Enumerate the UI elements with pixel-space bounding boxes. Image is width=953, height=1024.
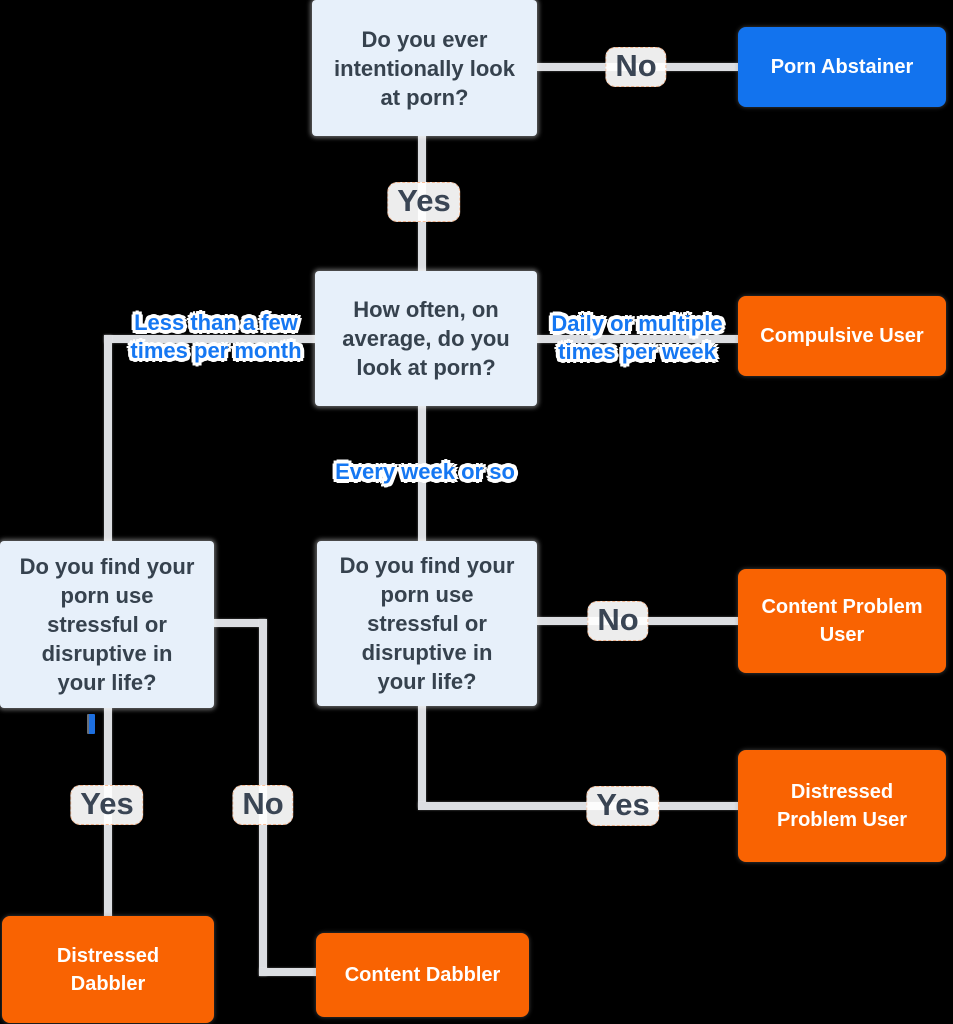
blue-tick-mark — [87, 714, 95, 734]
connector-stress-center-down — [418, 704, 426, 808]
outcome-text: Compulsive User — [760, 325, 924, 347]
connector-often-to-left-horizontal — [104, 335, 317, 343]
edge-label-daily-or-multiple-per-week: Daily or multiple times per week — [551, 311, 723, 364]
outcome-distressed-problem-user: Distressed Problem User — [738, 750, 946, 862]
outcome-content-problem-user: Content Problem User — [738, 569, 946, 673]
outcome-compulsive-user: Compulsive User — [738, 296, 946, 376]
question-text: How often, on average, do you look at po… — [342, 297, 510, 380]
connector-to-content-dabbler — [259, 968, 319, 976]
connector-often-to-compulsive — [535, 335, 738, 343]
outcome-text: Porn Abstainer — [770, 56, 914, 78]
edge-label-no-top: No — [605, 46, 667, 88]
connector-stress-left-no-stub — [213, 619, 266, 627]
outcome-content-dabbler: Content Dabbler — [316, 933, 529, 1017]
outcome-text: Content Problem User — [761, 596, 923, 646]
outcome-text: Distressed Dabbler — [56, 944, 160, 995]
edge-label-less-than-few-per-month: Less than a few times per month — [130, 310, 302, 363]
edge-label-no-center: No — [587, 600, 649, 642]
question-text: Do you find your porn use stressful or d… — [19, 554, 195, 695]
connector-often-to-stress-center — [418, 406, 426, 542]
question-stressful-center: Do you find your porn use stressful or d… — [317, 541, 537, 706]
outcome-text: Content Dabbler — [344, 964, 501, 986]
edge-label-yes-center: Yes — [586, 785, 660, 827]
connector-to-distressed-problem — [418, 802, 738, 810]
question-how-often: How often, on average, do you look at po… — [315, 271, 537, 406]
edge-label-no-left: No — [232, 784, 294, 826]
edge-label-yes-top: Yes — [387, 181, 461, 223]
question-stressful-left: Do you find your porn use stressful or d… — [0, 541, 214, 708]
question-text: Do you find your porn use stressful or d… — [339, 553, 515, 694]
question-ever-look-at-porn: Do you ever intentionally look at porn? — [312, 0, 537, 136]
outcome-distressed-dabbler: Distressed Dabbler — [2, 916, 214, 1023]
edge-label-every-week-or-so: Every week or so — [335, 459, 515, 484]
edge-label-yes-left: Yes — [70, 784, 144, 826]
outcome-porn-abstainer: Porn Abstainer — [738, 27, 946, 107]
question-text: Do you ever intentionally look at porn? — [334, 26, 515, 110]
outcome-text: Distressed Problem User — [776, 781, 908, 831]
connector-often-to-left-vertical — [104, 335, 112, 542]
